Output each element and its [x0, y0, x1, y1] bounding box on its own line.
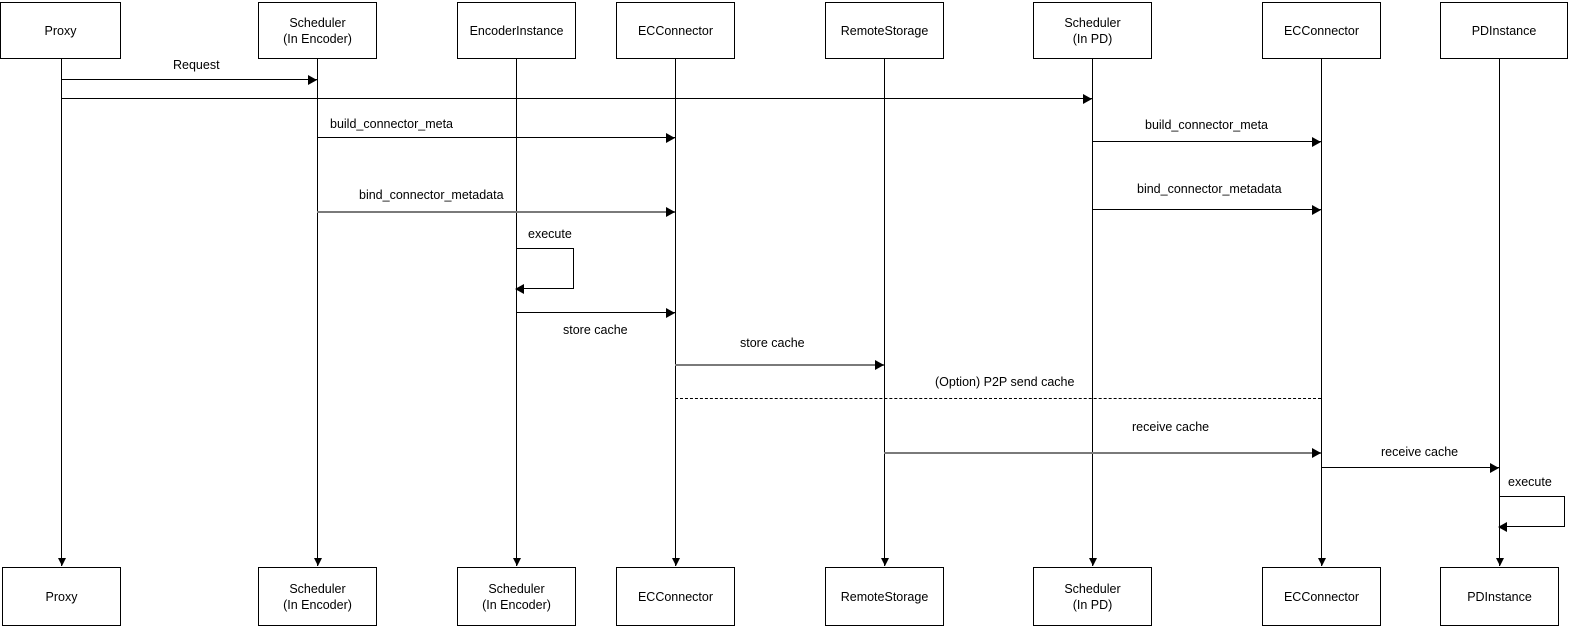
participant-bottom-ec-connector-pd-b[interactable]: ECConnector: [1262, 567, 1381, 626]
message-label: store cache: [740, 336, 805, 350]
message-label: build_connector_meta: [1145, 118, 1268, 132]
participant-bottom-ec-connector-encoder-b[interactable]: ECConnector: [616, 567, 735, 626]
participant-bottom-encoder-instance-b[interactable]: Scheduler (In Encoder): [457, 567, 576, 626]
lifeline-arrow-icon: [1317, 558, 1326, 566]
participant-bottom-remote-storage-b[interactable]: RemoteStorage: [825, 567, 944, 626]
lifeline-arrow-icon: [1088, 558, 1097, 566]
participant-top-ec-connector-encoder[interactable]: ECConnector: [616, 2, 735, 59]
message-line: [675, 398, 1321, 399]
lifeline-arrow-icon: [880, 558, 889, 566]
participant-top-encoder-instance[interactable]: EncoderInstance: [457, 2, 576, 59]
message-arrowhead-icon: [1083, 94, 1092, 104]
message-arrowhead-icon: [666, 133, 675, 143]
message-label: receive cache: [1381, 445, 1459, 459]
lifeline: [61, 59, 62, 566]
lifeline: [1092, 59, 1093, 566]
message-arrowhead-icon: [1498, 522, 1507, 532]
message-label: execute: [1508, 475, 1552, 489]
message-arrowhead-icon: [1312, 448, 1321, 458]
lifeline: [317, 59, 318, 566]
message-line: [675, 364, 884, 366]
message-arrowhead-icon: [666, 308, 675, 318]
message-label: build_connector_meta: [330, 117, 453, 131]
message-label: Request: [173, 58, 220, 72]
participant-bottom-proxy-b[interactable]: Proxy: [2, 567, 121, 626]
message-line: [1092, 209, 1321, 210]
participant-top-scheduler-pd[interactable]: Scheduler (In PD): [1033, 2, 1152, 59]
message-line: [317, 211, 675, 213]
lifeline-arrow-icon: [671, 558, 680, 566]
lifeline: [675, 59, 676, 566]
participant-top-remote-storage[interactable]: RemoteStorage: [825, 2, 944, 59]
lifeline: [1321, 59, 1322, 566]
self-message-loop: [1499, 496, 1565, 527]
message-line: [884, 452, 1321, 454]
participant-top-ec-connector-pd[interactable]: ECConnector: [1262, 2, 1381, 59]
message-label: (Option) P2P send cache: [935, 375, 1075, 389]
participant-bottom-scheduler-pd-b[interactable]: Scheduler (In PD): [1033, 567, 1152, 626]
lifeline: [1499, 59, 1500, 566]
message-line: [1321, 467, 1499, 468]
message-label: bind_connector_metadata: [359, 188, 504, 202]
participant-top-proxy[interactable]: Proxy: [0, 2, 121, 59]
lifeline-arrow-icon: [512, 558, 521, 566]
message-label: bind_connector_metadata: [1137, 182, 1282, 196]
participant-bottom-scheduler-encoder-b[interactable]: Scheduler (In Encoder): [258, 567, 377, 626]
message-line: [61, 98, 1092, 99]
message-arrowhead-icon: [875, 360, 884, 370]
message-arrowhead-icon: [308, 75, 317, 85]
message-arrowhead-icon: [515, 284, 524, 294]
participant-top-pd-instance[interactable]: PDInstance: [1440, 2, 1568, 59]
lifeline-arrow-icon: [1495, 558, 1504, 566]
message-arrowhead-icon: [666, 207, 675, 217]
message-line: [61, 79, 317, 80]
lifeline: [884, 59, 885, 566]
message-arrowhead-icon: [1312, 205, 1321, 215]
message-line: [516, 312, 675, 313]
self-message-loop: [516, 248, 574, 289]
message-arrowhead-icon: [1312, 137, 1321, 147]
lifeline-arrow-icon: [313, 558, 322, 566]
message-line: [317, 137, 675, 138]
message-label: execute: [528, 227, 572, 241]
participant-top-scheduler-encoder[interactable]: Scheduler (In Encoder): [258, 2, 377, 59]
message-line: [1092, 141, 1321, 142]
message-label: receive cache: [1132, 420, 1210, 434]
message-label: store cache: [563, 323, 628, 337]
message-arrowhead-icon: [1490, 463, 1499, 473]
lifeline-arrow-icon: [57, 558, 66, 566]
participant-bottom-pd-instance-b[interactable]: PDInstance: [1440, 567, 1559, 626]
